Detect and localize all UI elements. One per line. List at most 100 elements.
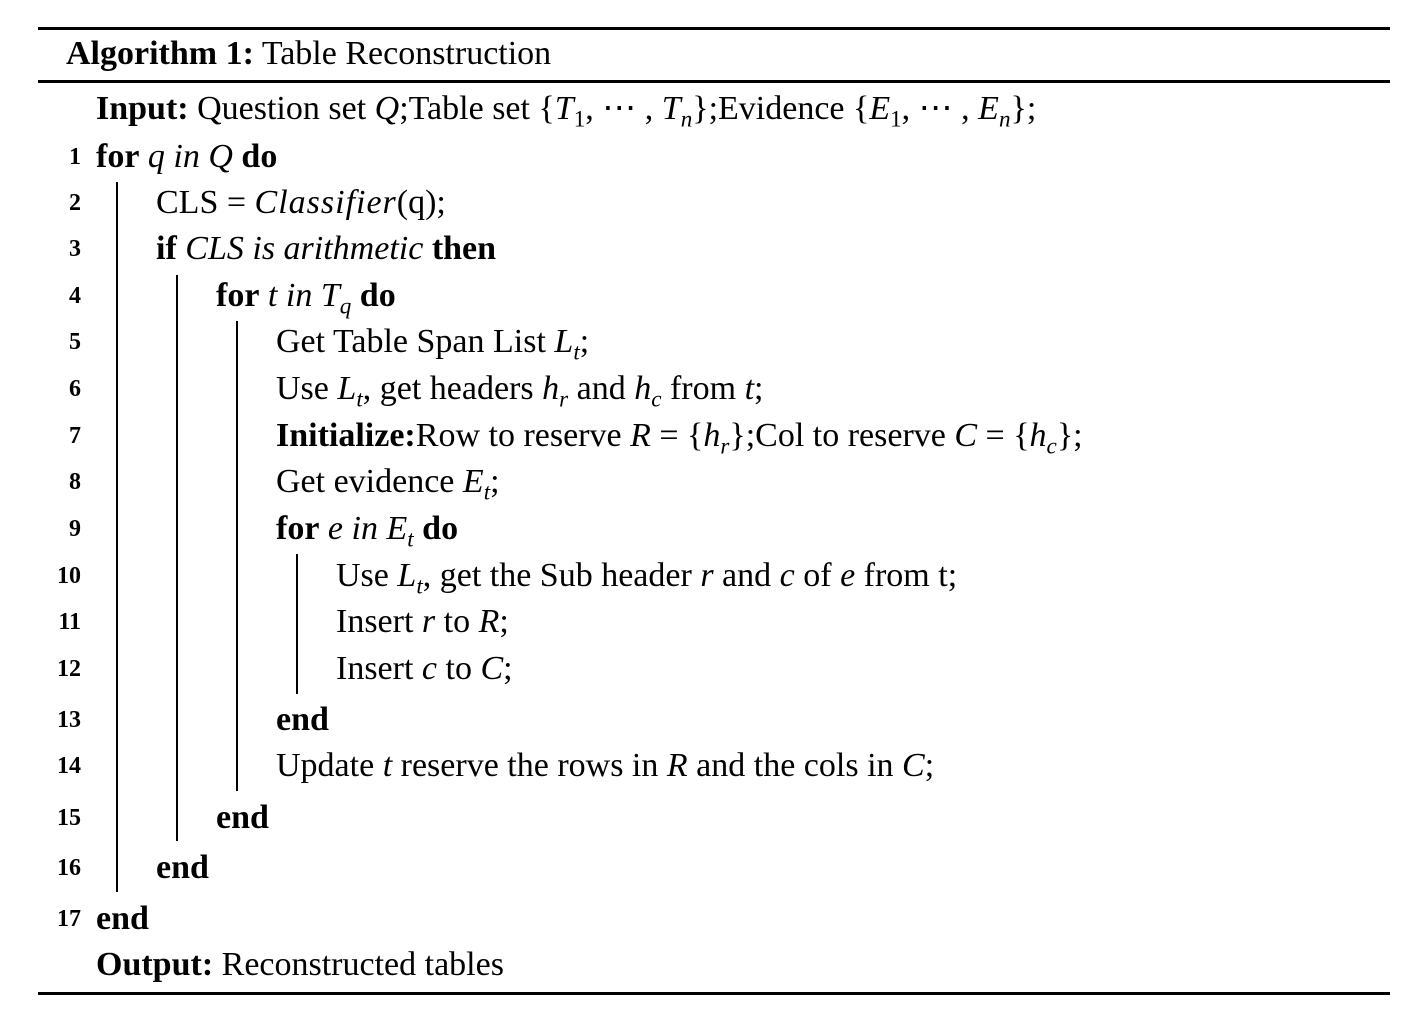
- code-text: ;: [503, 650, 513, 687]
- line-number: 2: [69, 190, 81, 216]
- code-text: (q);: [396, 184, 446, 221]
- output-label: Output:: [96, 946, 214, 983]
- code-sym: E: [462, 463, 484, 500]
- code-sym: C: [480, 650, 504, 687]
- code-text: to: [437, 650, 481, 687]
- title-rule: [38, 80, 1390, 83]
- code-sub: t: [416, 573, 423, 600]
- line-number: 12: [57, 656, 81, 682]
- keyword: do: [413, 510, 459, 547]
- code-var: q in Q: [139, 138, 242, 175]
- code-sym: R: [630, 417, 651, 454]
- code-sub: q: [339, 293, 352, 320]
- keyword-end: end: [216, 799, 269, 836]
- code-text: of: [794, 557, 841, 594]
- code-text: = {: [650, 417, 704, 454]
- code-sub: t: [483, 479, 491, 506]
- code-sym: R: [666, 747, 688, 784]
- code-text: Row to reserve: [415, 417, 631, 454]
- input-label: Input:: [96, 90, 189, 127]
- line-number: 8: [69, 469, 81, 495]
- code-sym: h: [1029, 417, 1047, 454]
- code-text: Update: [276, 747, 383, 784]
- code-var: t in T: [259, 277, 340, 314]
- keyword: do: [241, 138, 278, 175]
- line-number: 1: [69, 144, 81, 170]
- line-number: 9: [69, 516, 81, 542]
- code-text: Insert: [336, 650, 422, 687]
- keyword-end: end: [156, 849, 209, 886]
- code-text: };Col to reserve: [729, 417, 955, 454]
- code-sub: t: [356, 386, 363, 413]
- bottom-rule: [38, 992, 1390, 995]
- input-sym-q: Q: [374, 90, 400, 127]
- keyword-end: end: [96, 900, 149, 937]
- code-text: and: [713, 557, 780, 594]
- code-text: , get the Sub header: [422, 557, 701, 594]
- code-sym: L: [337, 370, 357, 407]
- code-text: Get evidence: [276, 463, 463, 500]
- keyword: for: [96, 138, 140, 175]
- scope-bar-for-t: [236, 321, 238, 791]
- code-sym: h: [634, 370, 652, 407]
- code-text: , get headers: [362, 370, 543, 407]
- keyword: for: [276, 510, 320, 547]
- input-sub: 1: [573, 106, 586, 133]
- code-sub: r: [720, 433, 730, 460]
- keyword-end: end: [276, 701, 329, 738]
- code-text: to: [435, 603, 479, 640]
- code-text: Use: [276, 370, 338, 407]
- output-text: Reconstructed tables: [213, 946, 504, 983]
- input-text: };: [1010, 90, 1037, 127]
- line-number: 10: [57, 563, 81, 589]
- code-text: and the cols in: [687, 747, 903, 784]
- line-number: 16: [57, 855, 81, 881]
- input-sym: E: [978, 90, 999, 127]
- scope-bar-if: [176, 275, 178, 841]
- code-text: Use: [336, 557, 398, 594]
- input-sym: T: [554, 90, 574, 127]
- code-text: reserve the rows in: [392, 747, 667, 784]
- algorithm-title: Algorithm 1: Table Reconstruction: [66, 30, 551, 78]
- code-text: = {: [977, 417, 1030, 454]
- code-sym: C: [954, 417, 978, 454]
- code-sym: R: [478, 603, 500, 640]
- scope-bar-for-e: [296, 554, 298, 694]
- code-sym: t: [744, 370, 755, 407]
- input-sym: E: [869, 90, 891, 127]
- input-sub: n: [680, 106, 693, 133]
- line-number: 5: [69, 329, 81, 355]
- code-text: ;: [754, 370, 764, 407]
- line-number: 15: [57, 805, 81, 831]
- code-sub: c: [1046, 433, 1057, 460]
- code-text: };: [1056, 417, 1083, 454]
- scope-bar-for-q: [116, 182, 118, 892]
- code-sub: r: [559, 386, 569, 413]
- code-sub: t: [573, 339, 580, 366]
- code-sym: r: [421, 603, 436, 640]
- algorithm-label: Algorithm 1:: [66, 35, 254, 72]
- algorithm-name: Table Reconstruction: [261, 35, 552, 72]
- code-cond: CLS is arithmetic: [176, 230, 432, 267]
- keyword: if: [156, 230, 177, 267]
- input-sym: T: [661, 90, 681, 127]
- code-func: Classifier: [254, 184, 397, 221]
- line-number: 14: [57, 753, 81, 779]
- code-text: from t;: [855, 557, 958, 594]
- code-text: and: [568, 370, 635, 407]
- line-number: 7: [69, 423, 81, 449]
- code-var: e in E: [319, 510, 408, 547]
- keyword: Initialize:: [276, 417, 416, 454]
- code-sym: e: [840, 557, 856, 594]
- input-sub: n: [998, 106, 1011, 133]
- input-text: };Evidence {: [692, 90, 870, 127]
- line-number: 4: [69, 283, 81, 309]
- code-text: ;: [579, 323, 590, 360]
- keyword: do: [351, 277, 396, 314]
- code-text: from: [661, 370, 745, 407]
- code-sym: C: [902, 747, 925, 784]
- input-text: ;Table set {: [399, 90, 555, 127]
- code-text: Get Table Span List: [276, 323, 555, 360]
- code-sym: h: [542, 370, 560, 407]
- code-sym: r: [700, 557, 714, 594]
